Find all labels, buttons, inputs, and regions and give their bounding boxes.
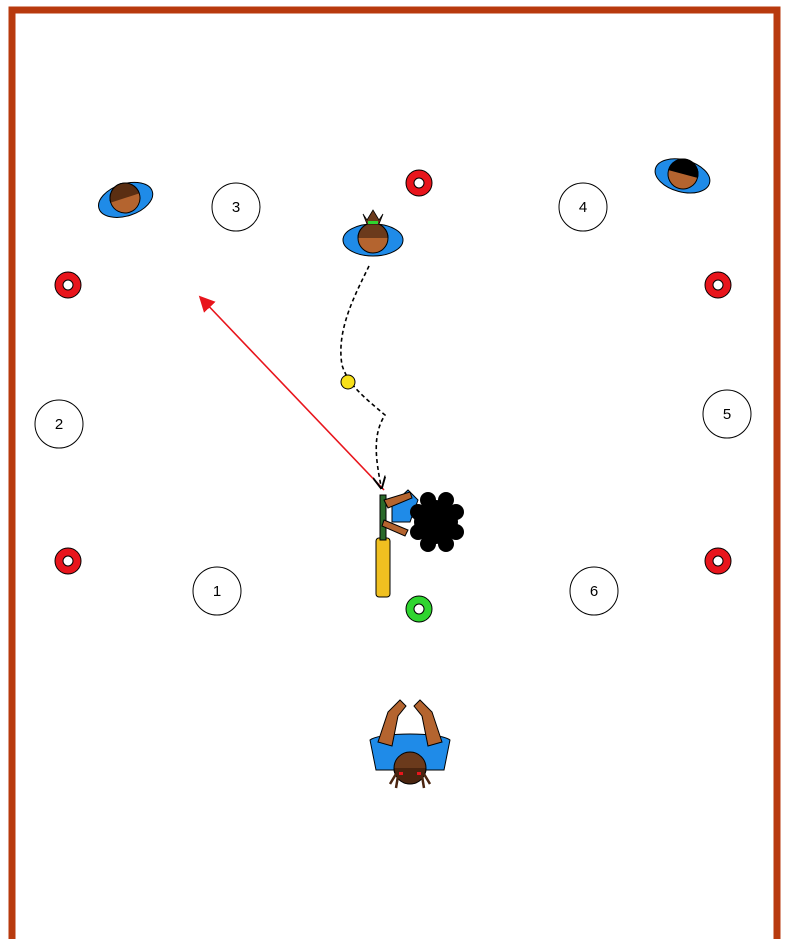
zone-label: 5 — [723, 406, 731, 423]
zone-label: 3 — [232, 199, 240, 216]
field-boundary — [12, 10, 777, 939]
cone-icon — [705, 548, 731, 574]
fielder-icon — [651, 152, 714, 198]
zone-marker: 6 — [570, 567, 618, 615]
zone-marker: 1 — [193, 567, 241, 615]
batter-icon — [376, 490, 464, 597]
zone-label: 4 — [579, 199, 587, 216]
fielder-icon — [94, 175, 157, 224]
bowler-icon — [343, 210, 403, 256]
zone-marker: 2 — [35, 400, 83, 448]
cone-icon — [55, 272, 81, 298]
bat-icon — [376, 538, 390, 597]
cone-icon — [406, 170, 432, 196]
cone-icon — [705, 272, 731, 298]
zone-marker: 5 — [703, 390, 751, 438]
zone-label: 1 — [213, 583, 221, 600]
hit-direction-arrow — [201, 298, 384, 490]
start-cone-icon — [406, 596, 432, 622]
zone-label: 6 — [590, 583, 598, 600]
zone-marker: 4 — [559, 183, 607, 231]
ball-icon — [341, 375, 355, 389]
zone-marker: 3 — [212, 183, 260, 231]
zone-label: 2 — [55, 416, 63, 433]
wicket-keeper-icon — [370, 700, 450, 788]
cone-icon — [55, 548, 81, 574]
